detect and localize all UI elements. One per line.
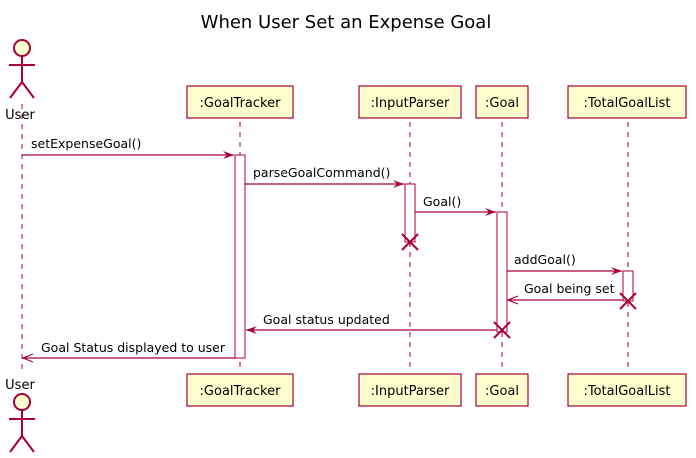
message-label: Goal() xyxy=(423,194,461,209)
message-goal-being-set: Goal being set xyxy=(506,281,623,305)
participant-goaltracker-bottom: :GoalTracker xyxy=(186,373,294,407)
participant-goaltracker-label: :GoalTracker xyxy=(200,384,282,399)
participant-inputparser-bottom: :InputParser xyxy=(358,373,462,407)
activation-inputparser xyxy=(404,183,416,243)
activation-goal xyxy=(496,211,508,333)
participant-inputparser-label: :InputParser xyxy=(371,384,450,399)
actor-user-label-top: User xyxy=(5,108,35,123)
participant-totalgoallist-top: :TotalGoalList xyxy=(567,85,687,119)
actor-user-bottom: User xyxy=(5,378,35,453)
message-parse-goal-command: parseGoalCommand() xyxy=(245,165,404,188)
participant-totalgoallist-bottom: :TotalGoalList xyxy=(567,373,687,407)
message-label: addGoal() xyxy=(514,252,576,267)
participant-totalgoallist-label: :TotalGoalList xyxy=(583,384,670,399)
participant-goaltracker-top: :GoalTracker xyxy=(186,85,294,119)
destroy-goal-x xyxy=(493,321,511,339)
participant-goal-label: :Goal xyxy=(485,96,519,111)
message-add-goal: addGoal() xyxy=(507,252,622,275)
participant-inputparser-label: :InputParser xyxy=(371,96,450,111)
participant-goal-top: :Goal xyxy=(475,85,529,119)
destroy-inputparser-x xyxy=(401,233,419,251)
diagram-title: When User Set an Expense Goal xyxy=(201,12,492,33)
message-label: Goal being set xyxy=(524,281,615,296)
message-label: Goal status updated xyxy=(263,312,390,327)
message-label: setExpenseGoal() xyxy=(31,136,141,151)
actor-user-top: User xyxy=(5,39,35,123)
participant-totalgoallist-label: :TotalGoalList xyxy=(583,96,670,111)
activation-goaltracker xyxy=(234,154,246,359)
participant-inputparser-top: :InputParser xyxy=(358,85,462,119)
destroy-totalgoallist-x xyxy=(619,292,637,310)
participant-goal-label: :Goal xyxy=(485,384,519,399)
message-goal-status-updated: Goal status updated xyxy=(246,312,497,334)
message-label: parseGoalCommand() xyxy=(253,165,390,180)
message-goal-constructor: Goal() xyxy=(415,194,496,216)
message-set-expense-goal: setExpenseGoal() xyxy=(22,136,234,159)
participant-goal-bottom: :Goal xyxy=(475,373,529,407)
participant-goaltracker-label: :GoalTracker xyxy=(200,96,282,111)
message-goal-status-displayed: Goal Status displayed to user xyxy=(21,340,235,363)
actor-user-label-bottom: User xyxy=(5,378,35,393)
message-label: Goal Status displayed to user xyxy=(41,340,226,355)
